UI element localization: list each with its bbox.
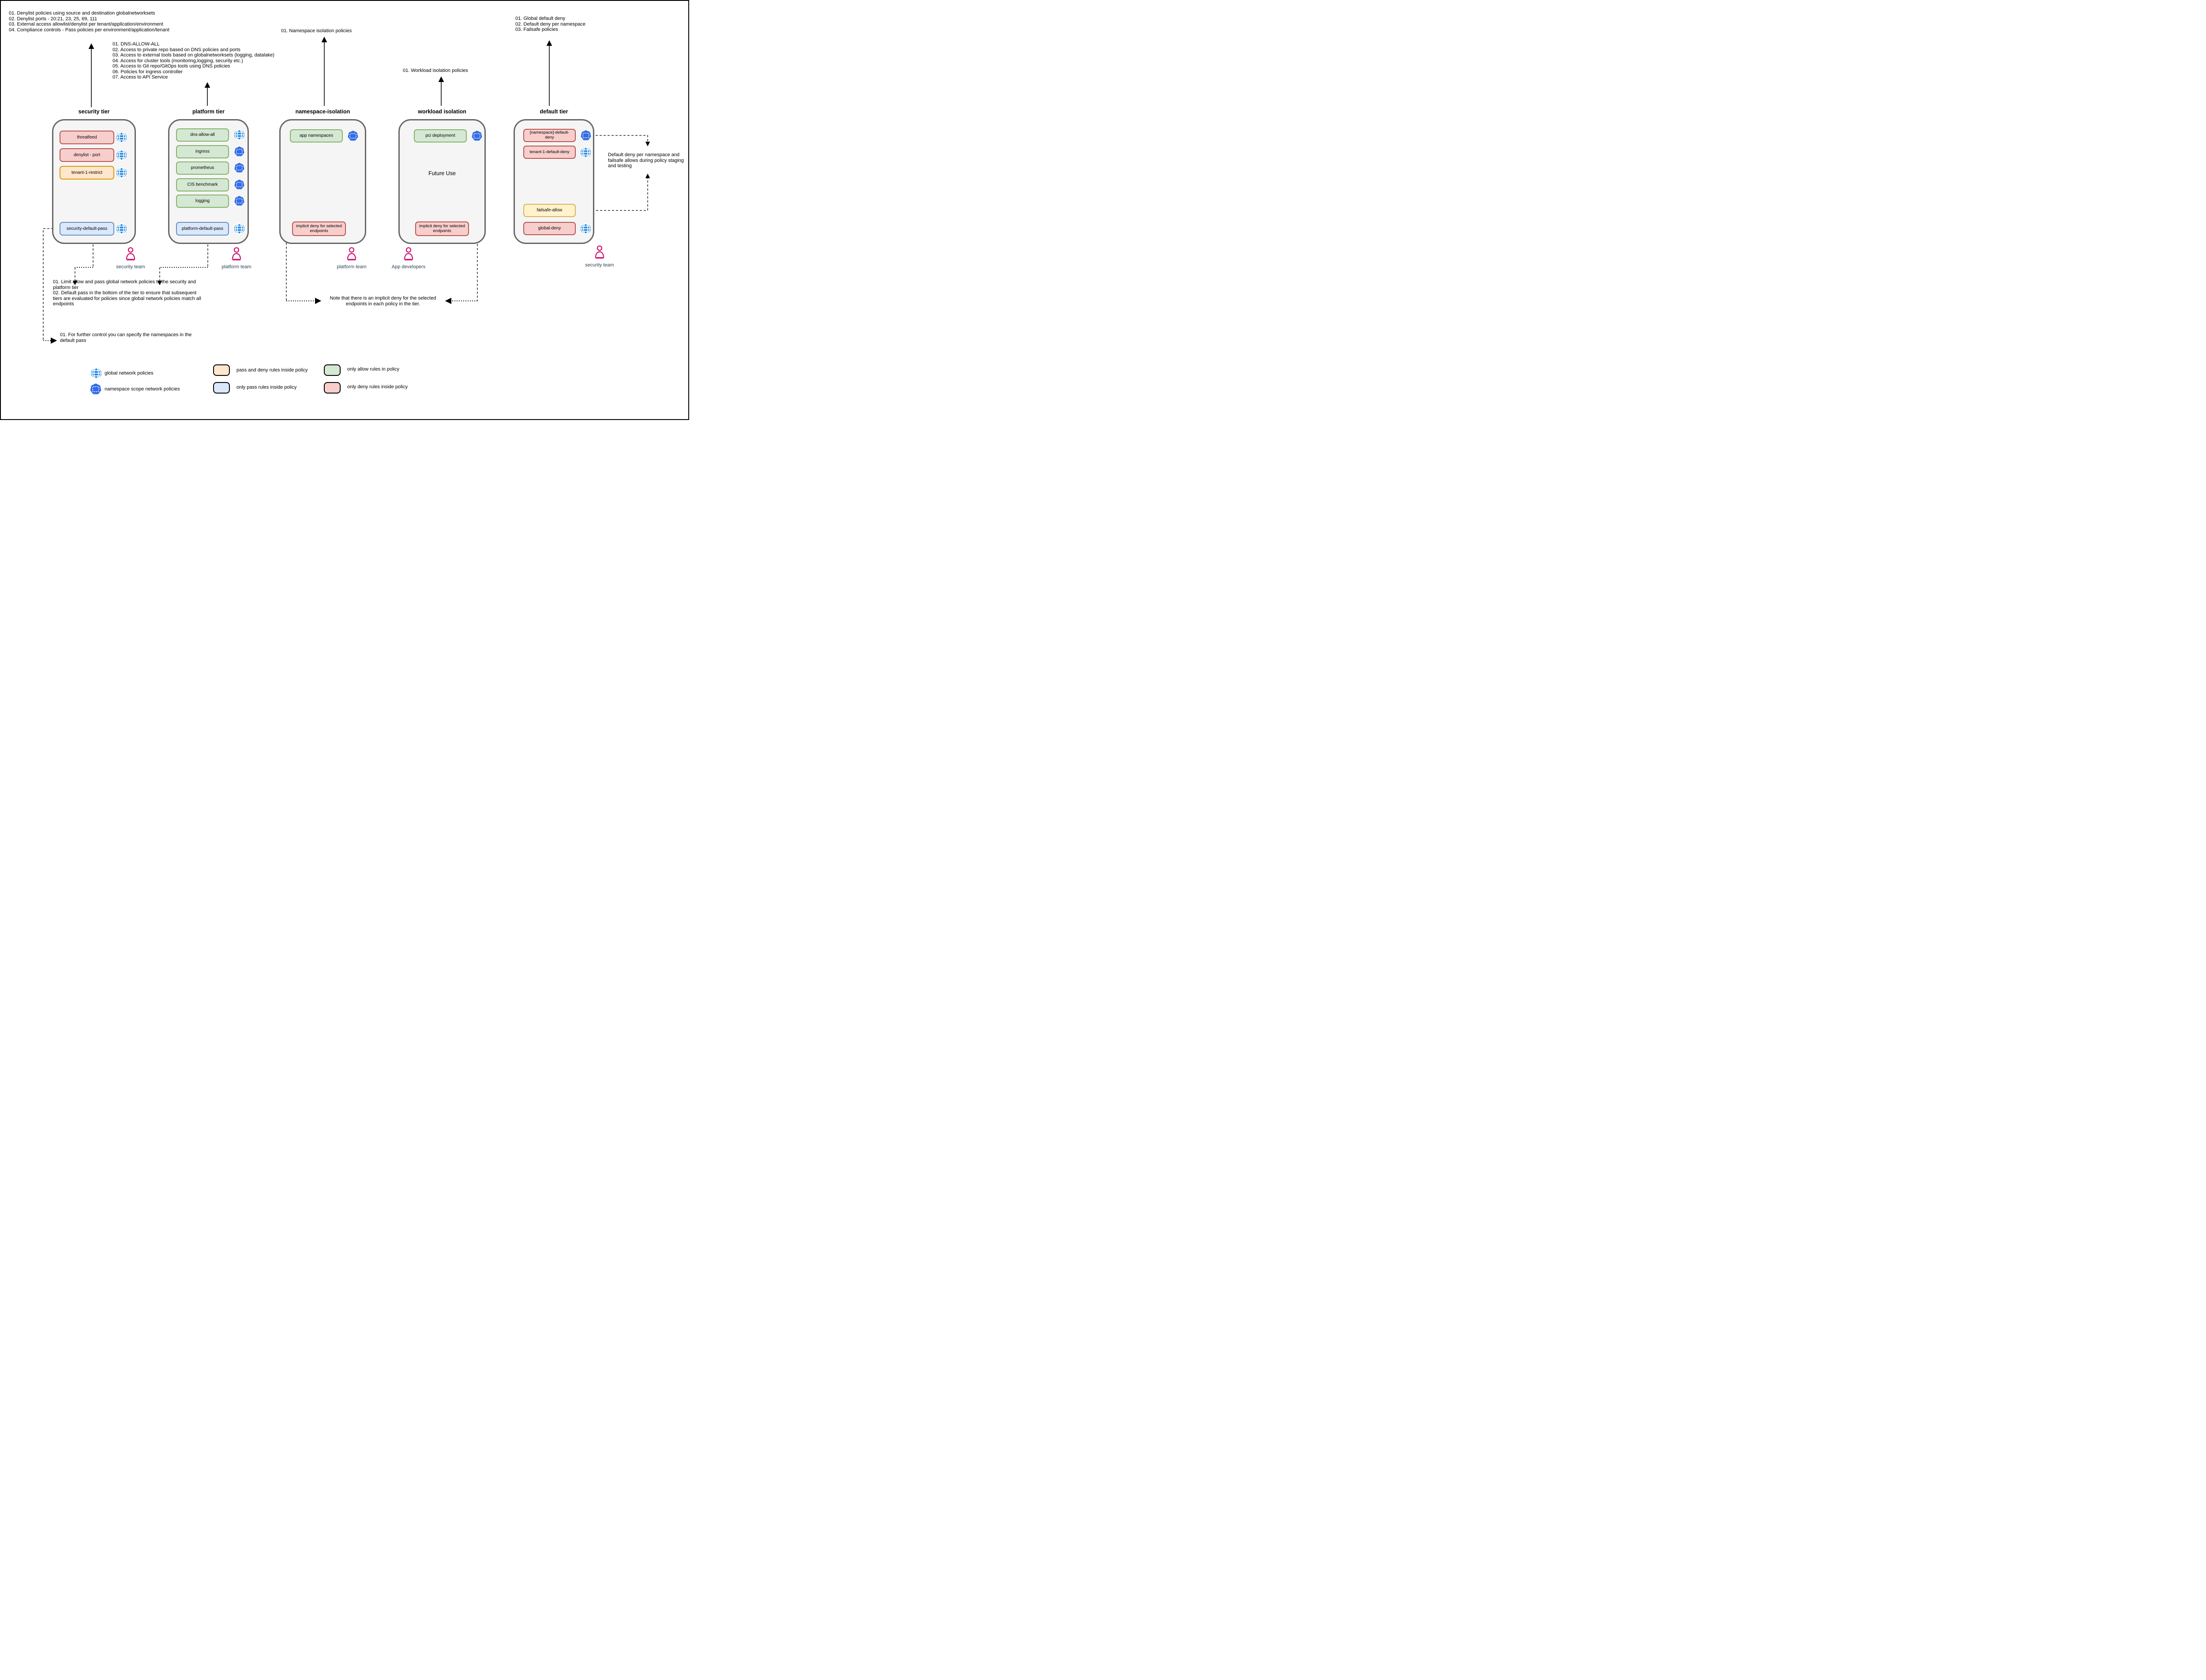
globe-icon [234, 129, 244, 140]
policy-namespace-default-deny: [namespace]-default-deny [523, 129, 576, 142]
platform-tier-notes: 01. DNS-ALLOW-ALL 02. Access to private … [113, 41, 289, 80]
note-line: 01. Global default deny [515, 16, 566, 21]
namespace-icon [234, 180, 244, 189]
policy-platform-default-pass: platform-default-pass [176, 222, 229, 236]
tier-title-security: security tier [78, 109, 110, 115]
namespace-icon [234, 146, 244, 156]
default-tier-notes: 01. Global default deny 02. Default deny… [515, 16, 612, 33]
default-deny-staging-note: Default deny per namespace and failsafe … [608, 152, 684, 169]
person-icon [347, 247, 356, 261]
policy-threatfeed: threatfeed [60, 131, 114, 144]
policy-tenant-1-restrict: tenant-1-restrict [60, 166, 114, 180]
legend-swatch-deny [324, 382, 341, 394]
policy-denylist-port: denylist - port [60, 148, 114, 162]
person-icon [404, 247, 413, 261]
note-line: 03. External access allowlist/denylist p… [9, 22, 163, 27]
globe-icon [116, 132, 127, 143]
globe-icon [91, 368, 101, 379]
tier-title-namespace-isolation: namespace-isolation [295, 109, 350, 115]
security-tier-notes: 01. Denylist policies using source and d… [9, 11, 177, 33]
dashed-failsafe-note [576, 173, 650, 211]
note-line: 01. Limit allow and pass global network … [53, 279, 196, 290]
policy-pci-deployment: pci deployment [414, 129, 467, 142]
note-line: 02. Access to private repo based on DNS … [113, 47, 240, 52]
person-icon [595, 245, 604, 259]
namespace-icon [472, 131, 482, 141]
policy-dns-allow-all: dns-allow-all [176, 128, 229, 142]
namespace-icon [348, 131, 358, 141]
legend-allow: only allow rules in policy [347, 367, 399, 372]
person-icon [126, 247, 135, 261]
namespace-icon [234, 196, 244, 206]
globe-icon [116, 167, 127, 178]
policy-failsafe-allow: failsafe-allow [523, 204, 576, 217]
legend-passdeny: pass and deny rules inside policy [236, 368, 308, 373]
note-line: 06. Policies for ingress controller [113, 69, 183, 75]
diagram-canvas: 01. Denylist policies using source and d… [0, 0, 689, 420]
namespace-icon [581, 130, 591, 140]
globe-icon [581, 223, 591, 234]
note-line: 03. Access to external tools based on gl… [113, 52, 274, 58]
legend-pass: only pass rules inside policy [236, 385, 297, 390]
note-line: 02. Default pass in the bottom of the ti… [53, 290, 201, 307]
legend-namespace-policies: namespace scope network policies [105, 386, 180, 392]
implicit-deny-note: Note that there is an implicit deny for … [330, 296, 436, 307]
further-control-note: 01. For further control you can specify … [60, 332, 192, 343]
policy-app-namespaces: app namespaces [290, 129, 343, 142]
policy-global-deny: global-deny [523, 222, 576, 235]
globe-icon [234, 223, 244, 234]
namespace-icon [90, 383, 101, 394]
note-line: 01. DNS-ALLOW-ALL [113, 41, 160, 47]
namespace-icon [234, 163, 244, 172]
tier-title-workload-isolation: workload isolation [418, 109, 466, 115]
policy-ingress: ingress [176, 145, 229, 158]
globe-icon [116, 150, 127, 161]
globe-icon [116, 223, 127, 234]
policy-implicit-deny-namespace: implicit deny for selected endpoints [292, 221, 346, 236]
team-label-platform-1: platform team [221, 264, 251, 270]
note-line: 04. Compliance controls - Pass policies … [9, 27, 169, 33]
future-use-label: Future Use [428, 170, 456, 176]
note-line: 05. Access to Git repo/GitOps tools usin… [113, 64, 230, 69]
note-line: 07. Access to API Service [113, 75, 168, 80]
legend-deny: only deny rules inside policy [347, 384, 408, 390]
policy-prometheus: prometheus [176, 161, 229, 175]
note-line: 03. Failsafe policies [515, 27, 558, 33]
tier-title-default: default tier [540, 109, 568, 115]
policy-tenant-1-default-deny: tenant-1-default-deny [523, 146, 576, 159]
team-label-platform-2: platform team [337, 264, 367, 270]
legend-swatch-pass [213, 382, 230, 394]
limit-pass-notes: 01. Limit allow and pass global network … [53, 279, 203, 307]
team-label-security-2: security team [585, 262, 614, 268]
note-line: 04. Access for cluster tools (monitoring… [113, 58, 243, 64]
policy-logging: logging [176, 195, 229, 208]
workload-isolation-note: 01. Workload isolation policies [403, 68, 468, 73]
policy-implicit-deny-workload: implicit deny for selected endpoints [415, 221, 469, 236]
note-line: 02. Default deny per namespace [515, 21, 585, 27]
policy-security-default-pass: security-default-pass [60, 222, 114, 236]
tier-title-platform: platform tier [192, 109, 225, 115]
policy-cis-benchmark: CIS benchmark [176, 178, 229, 191]
dashed-security-pass-down [43, 228, 65, 341]
dashed-nsdefaultdeny-note [592, 135, 650, 146]
note-line: 01. Denylist policies using source and d… [9, 11, 155, 16]
legend-global-policies: global network policies [105, 371, 154, 376]
globe-icon [581, 147, 591, 158]
note-line: 02. Denylist ports - 20:21, 23, 25, 69, … [9, 16, 98, 22]
person-icon [232, 247, 241, 261]
legend-swatch-allow [324, 364, 341, 376]
team-label-security-1: security team [116, 264, 145, 270]
legend-swatch-passdeny [213, 364, 230, 376]
namespace-isolation-note: 01. Namespace isolation policies [281, 28, 352, 34]
team-label-app-developers: App developers [391, 264, 426, 270]
